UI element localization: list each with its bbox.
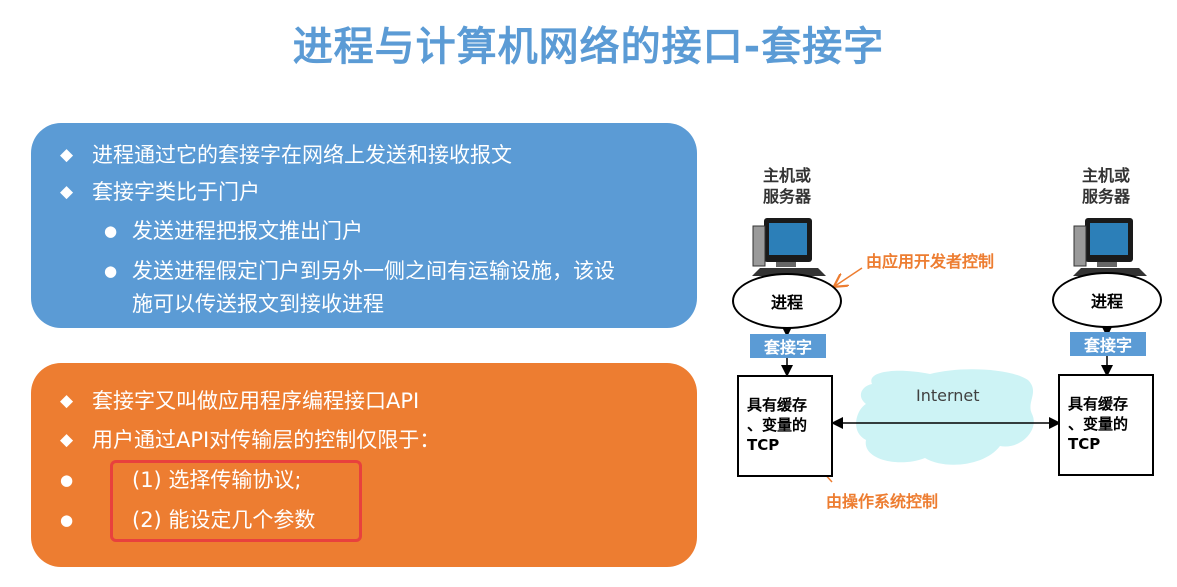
dot-bullet-icon: ●	[104, 222, 118, 240]
list-item-text: (1) 选择传输协议;	[132, 468, 302, 492]
bullet-text: 进程通过它的套接字在网络上发送和接收报文	[92, 143, 512, 167]
diamond-bullet-icon: ◆	[60, 182, 74, 202]
bullet-text: 用户通过API对传输层的控制仅限于：	[92, 428, 441, 452]
diamond-bullet-icon: ◆	[60, 391, 74, 411]
left-computer-icon	[752, 218, 826, 276]
left-tcp-box: 具有缓存 、变量的 TCP	[737, 375, 833, 477]
left-host-label: 主机或 服务器	[762, 166, 811, 206]
internet-cloud-icon	[856, 369, 1034, 465]
bullet-text: 套接字类比于门户	[92, 180, 260, 204]
right-host-label: 主机或 服务器	[1081, 166, 1130, 206]
diamond-bullet-icon: ◆	[60, 145, 74, 165]
orange-info-panel	[31, 363, 697, 567]
internet-label: Internet	[916, 386, 980, 405]
right-tcp-box: 具有缓存 、变量的 TCP	[1058, 374, 1154, 476]
right-process-node: 进程	[1052, 272, 1162, 328]
dot-bullet-icon: ●	[60, 471, 74, 489]
bullet-text: 套接字又叫做应用程序编程接口API	[92, 389, 420, 413]
right-computer-icon	[1073, 218, 1147, 276]
left-socket-label: 套接字	[750, 334, 826, 358]
diamond-bullet-icon: ◆	[60, 430, 74, 450]
sub-bullet-text: 发送进程假定门户到另外一侧之间有运输设施，该设	[132, 259, 615, 283]
list-item-text: (2) 能设定几个参数	[132, 508, 316, 532]
dot-bullet-icon: ●	[104, 262, 118, 280]
left-process-node: 进程	[732, 273, 842, 329]
sub-bullet-text: 发送进程把报文推出门户	[132, 219, 363, 243]
app-control-annotation: 由应用开发者控制	[866, 252, 995, 271]
right-socket-label: 套接字	[1070, 332, 1146, 356]
sub-bullet-text: 施可以传送报文到接收进程	[132, 292, 384, 316]
blue-info-panel	[31, 123, 697, 328]
dot-bullet-icon: ●	[60, 511, 74, 529]
page-title: 进程与计算机网络的接口-套接字	[292, 24, 885, 70]
app-control-pointer	[835, 267, 863, 286]
highlight-box	[110, 460, 362, 542]
os-control-annotation: 由操作系统控制	[826, 492, 939, 511]
